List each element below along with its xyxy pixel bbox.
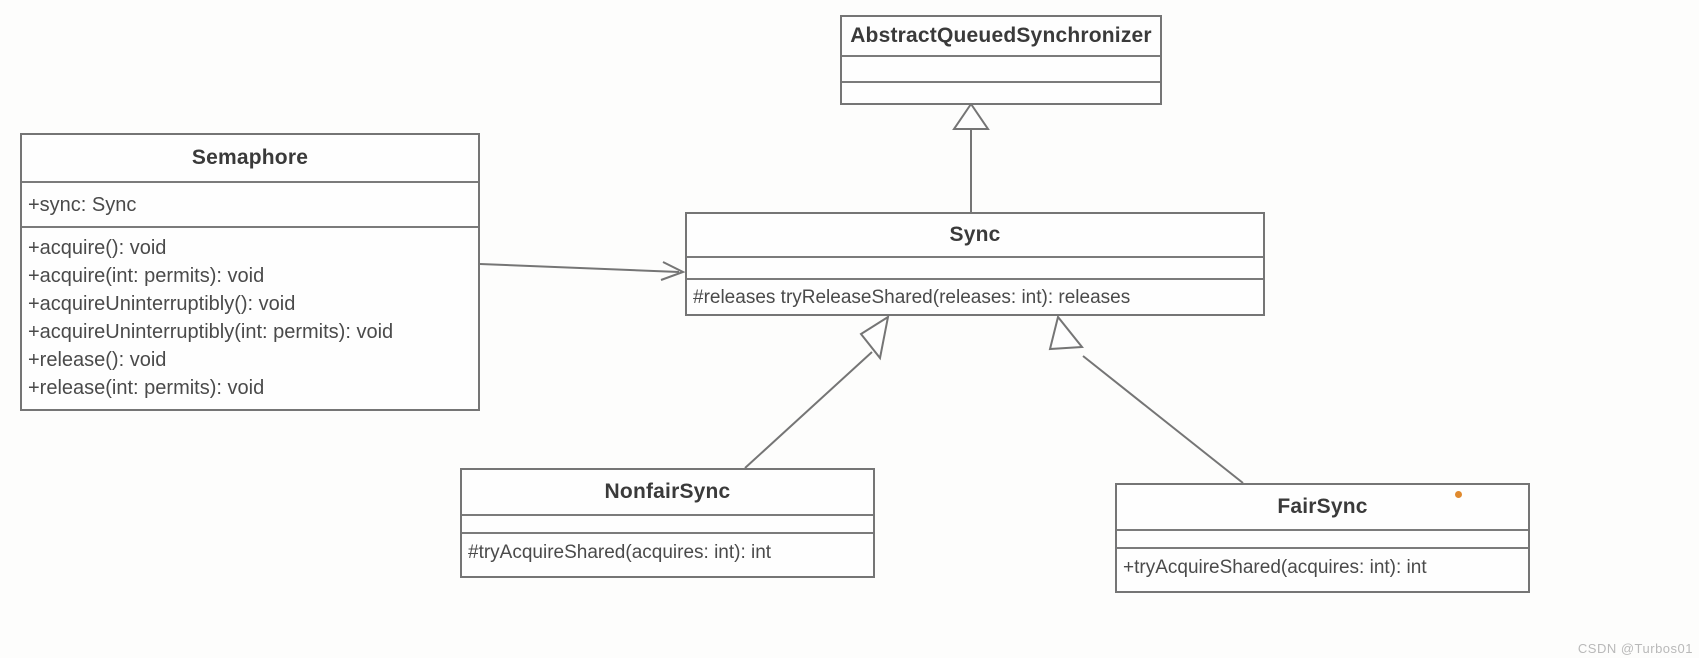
class-name-semaphore: Semaphore [191, 146, 309, 169]
class-box-nonfairsync[interactable]: NonfairSync #tryAcquireShared(acquires: … [460, 468, 875, 578]
operations-compartment-semaphore: +acquire(): void +acquire(int: permits):… [22, 226, 478, 410]
class-name-fairsync: FairSync [1277, 495, 1368, 518]
attributes-compartment-abstractqueuedsynchronizer [842, 55, 1160, 81]
operation-row: +acquireUninterruptibly(int: permits): v… [28, 321, 394, 343]
class-name-nonfairsync: NonfairSync [604, 480, 731, 503]
edge-sync-to-aqs [952, 102, 990, 212]
operation-row: +acquire(int: permits): void [28, 265, 265, 287]
edge-semaphore-to-sync [479, 261, 686, 281]
class-name-abstractqueuedsynchronizer: AbstractQueuedSynchronizer [850, 24, 1152, 47]
edge-fairsync-to-sync [1048, 314, 1244, 484]
class-box-fairsync[interactable]: FairSync +tryAcquireShared(acquires: int… [1115, 483, 1530, 593]
operations-compartment-abstractqueuedsynchronizer [842, 81, 1160, 107]
attributes-compartment-semaphore: +sync: Sync [22, 181, 478, 226]
operation-row: +tryAcquireShared(acquires: int): int [1123, 557, 1427, 578]
attributes-compartment-fairsync [1117, 529, 1528, 547]
operation-row: +release(): void [28, 349, 167, 371]
class-box-abstractqueuedsynchronizer[interactable]: AbstractQueuedSynchronizer [840, 15, 1162, 105]
attributes-compartment-sync [687, 256, 1263, 278]
class-name-sync: Sync [949, 223, 1001, 246]
operation-row: +acquire(): void [28, 237, 167, 259]
operation-row: #tryAcquireShared(acquires: int): int [468, 542, 772, 563]
class-box-sync[interactable]: Sync #releases tryReleaseShared(releases… [685, 212, 1265, 316]
class-box-semaphore[interactable]: Semaphore +sync: Sync +acquire(): void +… [20, 133, 480, 411]
watermark-label: CSDN @Turbos01 [1577, 641, 1693, 656]
operations-compartment-sync: #releases tryReleaseShared(releases: int… [687, 278, 1263, 317]
operation-row: +release(int: permits): void [28, 377, 265, 399]
operations-compartment-nonfairsync: #tryAcquireShared(acquires: int): int [462, 532, 873, 573]
attribute-row: +sync: Sync [28, 194, 137, 216]
operation-row: #releases tryReleaseShared(releases: int… [693, 287, 1131, 308]
edge-nonfairsync-to-sync [744, 314, 890, 469]
orange-dot-marker [1455, 491, 1462, 498]
operation-row: +acquireUninterruptibly(): void [28, 293, 296, 315]
operations-compartment-fairsync: +tryAcquireShared(acquires: int): int [1117, 547, 1528, 588]
attributes-compartment-nonfairsync [462, 514, 873, 532]
